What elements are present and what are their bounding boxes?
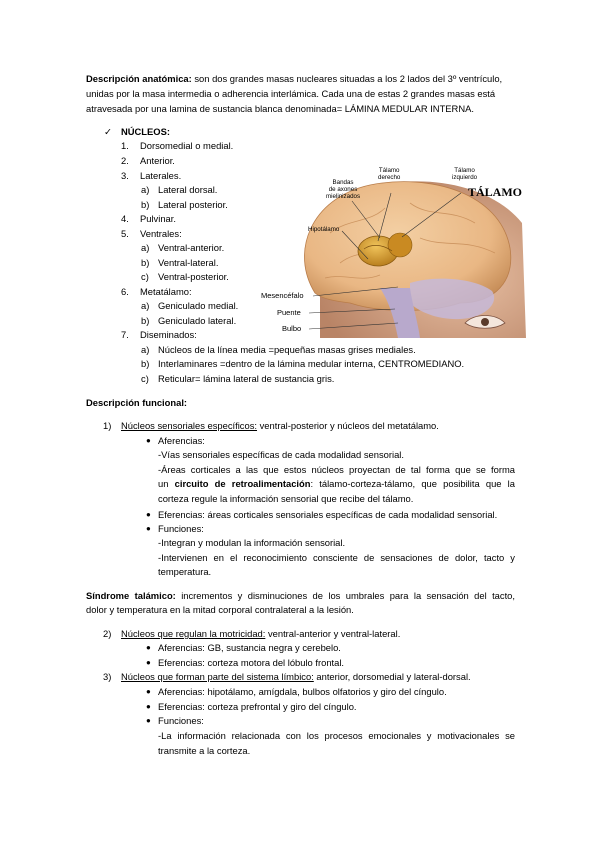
brainstem: [380, 288, 420, 338]
bullet-icon: ●: [146, 510, 151, 519]
list-item: Laterales.: [140, 170, 182, 181]
list-item: Metatálamo:: [140, 286, 192, 297]
bullet-icon: ●: [146, 687, 151, 696]
intro-heading: Descripción anatómica:: [86, 73, 192, 84]
label-hipotalamo: Hipotálamo: [308, 226, 340, 233]
bullet-icon: ●: [146, 436, 151, 445]
list-item: Dorsomedial o medial.: [140, 140, 234, 151]
bullet-icon: ●: [146, 716, 151, 725]
list-item: Geniculado medial.: [158, 300, 239, 311]
label-bulbo: Bulbo: [282, 324, 302, 333]
retro-line: un circuito de retroalimentación: tálamo…: [158, 478, 515, 489]
thalamus-left: [387, 232, 413, 258]
intro-line-1: Descripción anatómica: son dos grandes m…: [86, 73, 503, 84]
label-puente: Puente: [277, 308, 301, 317]
intro-line-2: unidas por la masa intermedia o adherenc…: [86, 88, 496, 99]
list-item: Ventrales:: [140, 228, 182, 239]
section-2-title: Núcleos que regulan la motricidad: ventr…: [121, 628, 401, 639]
list-item: Lateral dorsal.: [158, 184, 218, 195]
figure-title: TÁLAMO: [468, 185, 522, 199]
list-item: Interlaminares =dentro de la lámina medu…: [158, 358, 465, 369]
sindrome-line-1: Síndrome talámico: incrementos y disminu…: [86, 590, 515, 601]
label-talamo-derecho: Tálamo derecho: [378, 167, 401, 181]
list-item: Diseminados:: [140, 329, 197, 340]
bullet-icon: ●: [146, 524, 151, 533]
label-bandas: Bandas de axones mielinizados: [326, 179, 361, 200]
list-item: Ventral-anterior.: [158, 242, 225, 253]
cerebellum-region: [410, 278, 495, 320]
list-item: Anterior.: [140, 155, 175, 166]
list-item: Ventral-posterior.: [158, 271, 229, 282]
brain-illustration: [304, 181, 526, 338]
funcional-heading: Descripción funcional:: [86, 397, 188, 408]
list-item: Núcleos de la línea media =pequeñas masa…: [158, 344, 416, 355]
bullet-icon: ●: [146, 702, 151, 711]
check-mark: ✓: [104, 126, 112, 137]
bullet-icon: ●: [146, 643, 151, 652]
list-item: Reticular= lámina lateral de sustancia g…: [158, 373, 335, 384]
sindrome-line-2: dolor y temperatura en la mitad corporal…: [86, 604, 354, 615]
list-item: Geniculado lateral.: [158, 315, 237, 326]
list-item: Ventral-lateral.: [158, 257, 219, 268]
list-item: Lateral posterior.: [158, 199, 228, 210]
label-talamo-izquierdo: Tálamo izquierdo: [452, 167, 478, 181]
section-3-title: Núcleos que forman parte del sistema lím…: [121, 671, 471, 682]
section-1-title: Núcleos sensoriales específicos: ventral…: [121, 420, 439, 431]
label-mesencefalo: Mesencéfalo: [261, 291, 304, 300]
intro-line-3: atravesada por una lamina de sustancia b…: [86, 103, 474, 114]
bullet-icon: ●: [146, 658, 151, 667]
thalamus-figure: Tálamo derecho Tálamo izquierdo Bandas d…: [260, 163, 526, 338]
nucleos-heading: NÚCLEOS:: [121, 126, 170, 137]
list-item: Pulvinar.: [140, 213, 176, 224]
